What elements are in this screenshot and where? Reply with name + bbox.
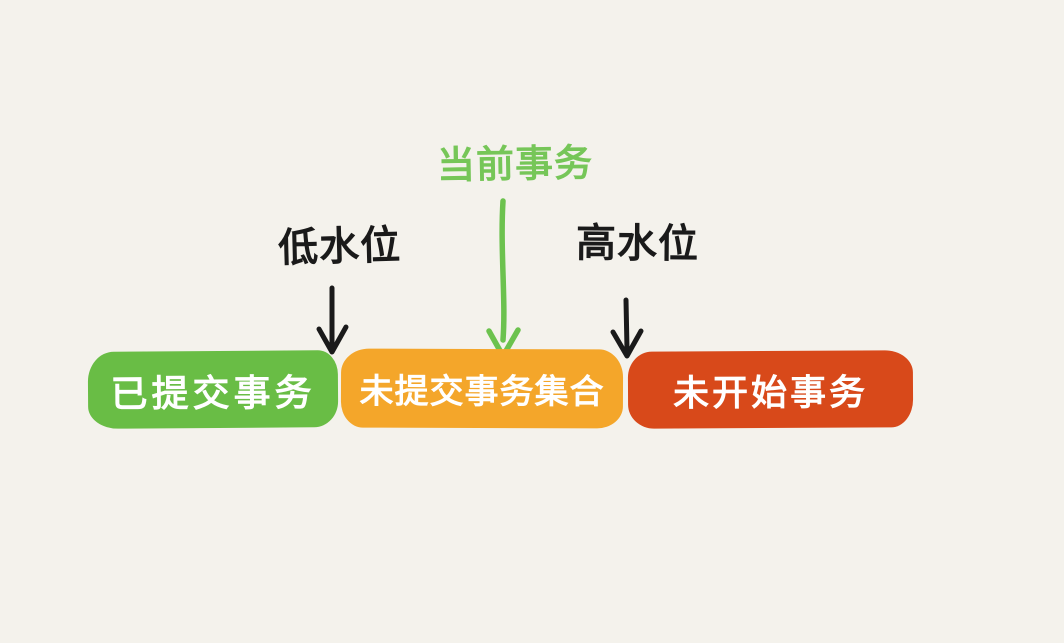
current-transaction-arrow	[486, 198, 521, 359]
low-watermark-arrow	[316, 285, 349, 355]
current-transaction-label: 当前事务	[436, 140, 594, 188]
bar-uncommitted-transaction-set: 未提交事务集合	[340, 348, 624, 429]
bar-not-started-transactions: 未开始事务	[627, 350, 914, 429]
high-watermark-label: 高水位	[575, 220, 700, 268]
low-watermark-label: 低水位	[277, 222, 402, 272]
high-watermark-arrow	[610, 297, 644, 359]
bar-committed-transactions: 已提交事务	[87, 350, 339, 429]
